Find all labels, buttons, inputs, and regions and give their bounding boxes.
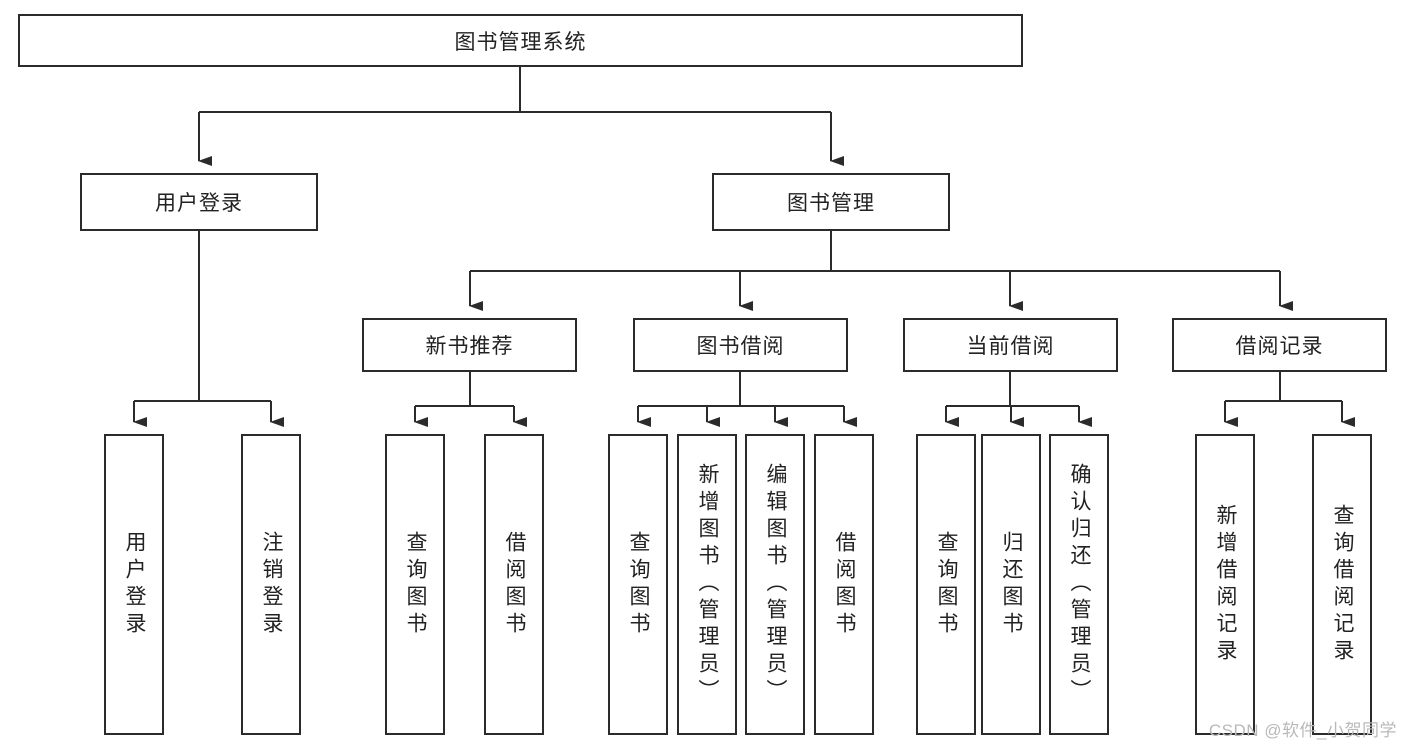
leaf-label: 用户登录 [123,530,147,639]
leaf-label: 查询借阅记录 [1331,503,1355,666]
node-current-borrow-label: 当前借阅 [966,335,1055,358]
node-borrow-records[interactable]: 借阅记录 [1172,318,1387,372]
node-borrow-records-label: 借阅记录 [1235,335,1324,358]
leaf-label: 借阅图书 [503,530,527,639]
leaf-query-book-borrow[interactable]: 查询图书 [608,434,668,735]
leaf-label: 归还图书 [1000,530,1024,639]
leaf-user-login[interactable]: 用户登录 [104,434,164,735]
leaf-borrow-book-newbook[interactable]: 借阅图书 [484,434,544,735]
leaf-edit-book-admin[interactable]: 编辑图书（管理员） [745,434,805,735]
leaf-label: 注销登录 [260,530,284,639]
leaf-add-borrow-record[interactable]: 新增借阅记录 [1195,434,1255,735]
node-user-login[interactable]: 用户登录 [80,173,318,231]
node-current-borrow[interactable]: 当前借阅 [903,318,1118,372]
leaf-label: 查询图书 [404,530,428,639]
leaf-query-book-current[interactable]: 查询图书 [916,434,976,735]
leaf-confirm-return-admin[interactable]: 确认归还（管理员） [1049,434,1109,735]
csdn-watermark: CSDN @软件_小贺同学 [1208,721,1397,740]
node-root[interactable]: 图书管理系统 [18,14,1023,67]
leaf-query-borrow-record[interactable]: 查询借阅记录 [1312,434,1372,735]
leaf-user-logout[interactable]: 注销登录 [241,434,301,735]
node-book-borrow-label: 图书借阅 [696,335,785,358]
node-user-login-label: 用户登录 [155,192,243,215]
node-book-management-label: 图书管理 [787,192,875,215]
node-book-borrow[interactable]: 图书借阅 [633,318,848,372]
leaf-label: 借阅图书 [833,530,857,639]
leaf-borrow-book[interactable]: 借阅图书 [814,434,874,735]
node-root-label: 图书管理系统 [454,30,587,54]
leaf-query-book-newbook[interactable]: 查询图书 [385,434,445,735]
node-new-book-recommend[interactable]: 新书推荐 [362,318,577,372]
leaf-label: 新增借阅记录 [1214,503,1238,666]
leaf-label: 新增图书（管理员） [696,463,720,706]
leaf-label: 查询图书 [935,530,959,639]
leaf-label: 确认归还（管理员） [1068,463,1092,706]
node-book-management[interactable]: 图书管理 [712,173,950,231]
node-new-book-recommend-label: 新书推荐 [425,335,514,358]
leaf-add-book-admin[interactable]: 新增图书（管理员） [677,434,737,735]
leaf-return-book[interactable]: 归还图书 [981,434,1041,735]
leaf-label: 编辑图书（管理员） [764,463,788,706]
leaf-label: 查询图书 [627,530,651,639]
